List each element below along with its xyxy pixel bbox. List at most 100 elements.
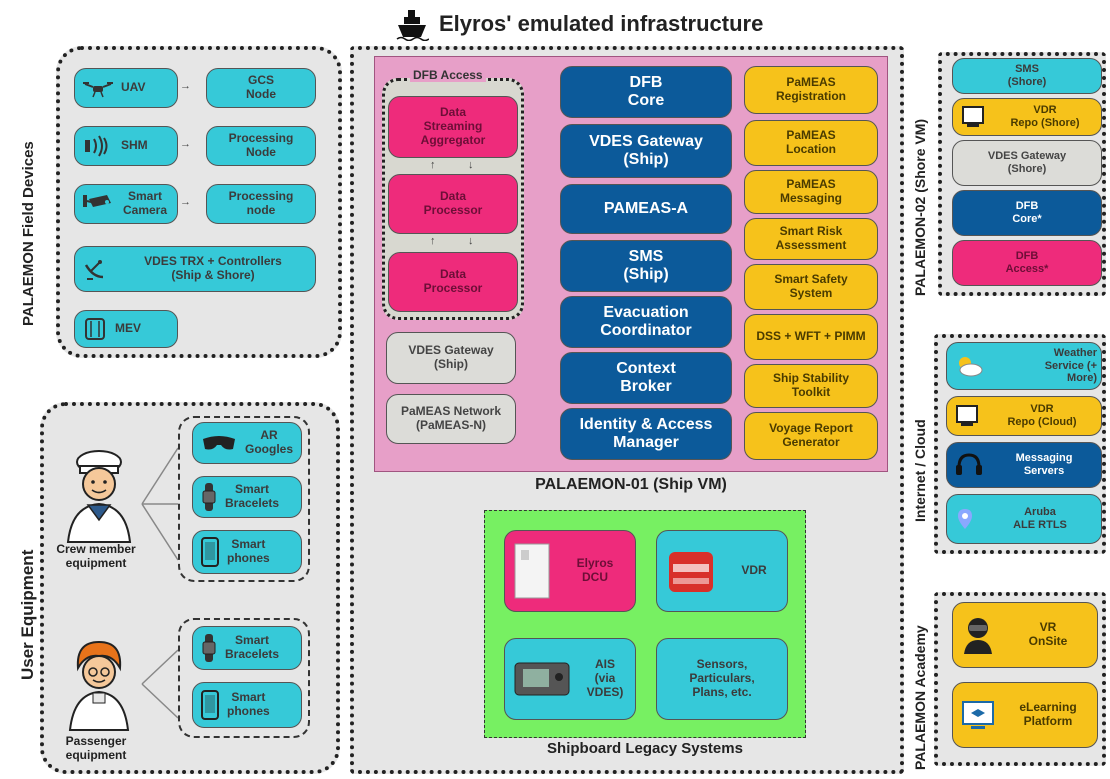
processing-node-2-box: Processing node <box>206 184 316 224</box>
aruba-ale-box: Aruba ALE RTLS <box>946 494 1102 544</box>
uav-label: UAV <box>121 80 146 95</box>
smart-camera-box: Smart Camera <box>74 184 178 224</box>
crew-member-caption: Crew member equipment <box>56 542 136 570</box>
data-streaming-aggregator-box: Data Streaming Aggregator <box>388 96 518 158</box>
evacuation-coordinator-box: Evacuation Coordinator <box>560 296 732 348</box>
ais-label: AIS (via VDES) <box>586 657 624 699</box>
elyros-dcu-label: Elyros DCU <box>576 556 614 584</box>
smart-camera-label: Smart Camera <box>123 189 168 217</box>
elearning-platform-box: eLearning Platform <box>952 682 1098 748</box>
crew-equipment-group <box>178 416 310 582</box>
vdr-repo-shore-label: VDR Repo (Shore) <box>1010 104 1080 129</box>
arrow-right-icon: → <box>180 80 191 92</box>
signal-icon <box>83 135 113 157</box>
vr-onsite-box: VR OnSite <box>952 602 1098 668</box>
elearning-platform-label: eLearning Platform <box>1019 700 1077 728</box>
crew-smart-phones-box: Smart phones <box>192 530 302 574</box>
arrow-down-icon: ↓ <box>468 159 474 171</box>
pameas-network-box: PaMEAS Network (PaMEAS-N) <box>386 394 516 444</box>
vdes-gateway-shore-box: VDES Gateway (Shore) <box>952 140 1102 186</box>
crew-smart-bracelets-box: Smart Bracelets <box>192 476 302 518</box>
page-title: Elyros' emulated infrastructure <box>439 11 764 36</box>
passenger-equipment-group <box>178 618 310 738</box>
smartphone-icon <box>201 690 219 720</box>
sms-ship-box: SMS (Ship) <box>560 240 732 292</box>
dfb-core-shore-box: DFB Core* <box>952 190 1102 236</box>
vdr-terminal-icon <box>961 105 985 129</box>
messaging-servers-box: Messaging Servers <box>946 442 1102 488</box>
vdes-trx-box: VDES TRX + Controllers (Ship & Shore) <box>74 246 316 292</box>
smart-safety-system-box: Smart Safety System <box>744 264 878 310</box>
ship-stability-toolkit-box: Ship Stability Toolkit <box>744 364 878 408</box>
dfb-access-shore-box: DFB Access* <box>952 240 1102 286</box>
identity-access-manager-box: Identity & Access Manager <box>560 408 732 460</box>
ship-icon <box>396 10 429 41</box>
dcu-cabinet-icon <box>513 542 551 600</box>
shm-box: SHM <box>74 126 178 166</box>
elyros-dcu-box: Elyros DCU <box>504 530 636 612</box>
vdes-gateway-core-box: VDES Gateway (Ship) <box>560 124 732 178</box>
passenger-phones-label: Smart phones <box>227 690 270 718</box>
arrow-right-icon: → <box>180 138 191 150</box>
vr-headset-icon <box>961 616 995 654</box>
messaging-servers-label: Messaging Servers <box>1015 452 1073 477</box>
vdr-capsule-icon <box>665 542 717 600</box>
dfb-core-box: DFB Core <box>560 66 732 118</box>
pameas-location-box: PaMEAS Location <box>744 120 878 166</box>
mev-box: MEV <box>74 310 178 348</box>
vdes-trx-label: VDES TRX + Controllers (Ship & Shore) <box>144 254 282 282</box>
crew-bracket-lines <box>141 447 179 561</box>
pameas-a-box: PAMEAS-A <box>560 184 732 234</box>
weather-icon <box>955 355 983 377</box>
passenger-caption: Passenger equipment <box>65 734 127 762</box>
vr-onsite-label: VR OnSite <box>1028 620 1068 648</box>
data-processor-2-box: Data Processor <box>388 252 518 312</box>
passenger-bracelets-label: Smart Bracelets <box>225 633 280 661</box>
gcs-node-box: GCS Node <box>206 68 316 108</box>
ship-vm-label: PALAEMON-01 (Ship VM) <box>535 476 727 493</box>
arrow-right-icon: → <box>180 196 191 208</box>
dfb-access-label: DFB Access <box>410 68 486 82</box>
sensors-particulars-box: Sensors, Particulars, Plans, etc. <box>656 638 788 720</box>
arrow-up-icon: ↑ <box>430 235 436 247</box>
data-processor-box: Data Processor <box>388 174 518 234</box>
vdr-legacy-label: VDR <box>741 563 767 578</box>
smart-risk-assessment-box: Smart Risk Assessment <box>744 218 878 260</box>
processing-node-box: Processing Node <box>206 126 316 166</box>
passenger-smart-phones-box: Smart phones <box>192 682 302 728</box>
ais-box: AIS (via VDES) <box>504 638 636 720</box>
elearning-icon <box>961 700 995 730</box>
passenger-bracket-lines <box>141 649 179 719</box>
vdr-repo-cloud-box: VDR Repo (Cloud) <box>946 396 1102 436</box>
drone-icon <box>83 78 113 98</box>
vdr-repo-shore-box: VDR Repo (Shore) <box>952 98 1102 136</box>
satellite-dish-icon <box>83 257 107 281</box>
context-broker-box: Context Broker <box>560 352 732 404</box>
uav-box: UAV <box>74 68 178 108</box>
vdr-repo-cloud-label: VDR Repo (Cloud) <box>1007 403 1077 428</box>
legacy-systems-label: Shipboard Legacy Systems <box>547 740 743 757</box>
camera-icon <box>83 193 115 215</box>
voyage-report-generator-box: Voyage Report Generator <box>744 412 878 460</box>
crew-member-icon <box>66 450 132 543</box>
field-devices-label: PALAEMON Field Devices <box>20 141 37 326</box>
title-bar: Elyros' emulated infrastructure <box>395 6 915 42</box>
weather-service-box: Weather Service (+ More) <box>946 342 1102 390</box>
ais-device-icon <box>513 659 571 699</box>
ar-glasses-icon <box>201 433 237 453</box>
ar-googles-box: AR Googles <box>192 422 302 464</box>
arrow-down-icon: ↓ <box>468 235 474 247</box>
smartphone-icon <box>201 537 219 567</box>
bracelet-icon <box>201 634 217 662</box>
pameas-messaging-box: PaMEAS Messaging <box>744 170 878 214</box>
passenger-icon <box>68 640 130 731</box>
vdr-terminal-icon <box>955 404 979 428</box>
pameas-registration-box: PaMEAS Registration <box>744 66 878 114</box>
bracelet-icon <box>201 483 217 511</box>
sms-shore-box: SMS (Shore) <box>952 58 1102 94</box>
vdr-legacy-box: VDR <box>656 530 788 612</box>
crew-phones-label: Smart phones <box>227 537 270 565</box>
mev-icon <box>83 317 107 341</box>
weather-service-label: Weather Service (+ More) <box>1044 347 1097 385</box>
cloud-label: Internet / Cloud <box>912 419 928 522</box>
